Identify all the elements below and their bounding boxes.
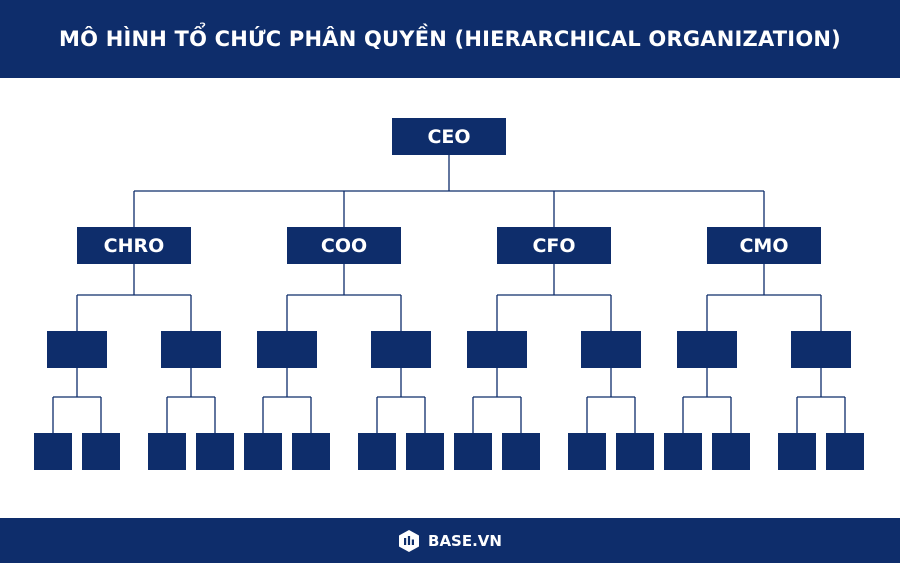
staff-node-box [712, 433, 750, 470]
exec-node-chro-label: CHRO [104, 235, 165, 257]
manager-node-box [161, 331, 221, 368]
manager-node [161, 331, 221, 368]
staff-node-box [82, 433, 120, 470]
exec-node-coo: COO [287, 227, 401, 264]
exec-node-coo-box [287, 227, 401, 264]
staff-node-box [826, 433, 864, 470]
staff-node [244, 433, 282, 470]
staff-node [502, 433, 540, 470]
manager-node-box [677, 331, 737, 368]
header-banner: MÔ HÌNH TỔ CHỨC PHÂN QUYỀN (HIERARCHICAL… [0, 0, 900, 78]
exec-node-chro-box [77, 227, 191, 264]
staff-node-box [148, 433, 186, 470]
staff-node [196, 433, 234, 470]
manager-node [371, 331, 431, 368]
staff-node [358, 433, 396, 470]
manager-node [467, 331, 527, 368]
exec-node-cmo-label: CMO [739, 235, 788, 257]
staff-node-box [568, 433, 606, 470]
staff-node [454, 433, 492, 470]
ceo-node-label: CEO [427, 126, 470, 148]
staff-node [616, 433, 654, 470]
exec-node-coo-label: COO [321, 235, 367, 257]
exec-node-chro: CHRO [77, 227, 191, 264]
exec-node-cmo-box [707, 227, 821, 264]
staff-node [34, 433, 72, 470]
page-title: MÔ HÌNH TỔ CHỨC PHÂN QUYỀN (HIERARCHICAL… [59, 27, 841, 51]
manager-node [257, 331, 317, 368]
exec-node-cfo: CFO [497, 227, 611, 264]
footer-bar: BASE.VN [0, 518, 900, 563]
exec-node-cfo-label: CFO [532, 235, 575, 257]
manager-node [677, 331, 737, 368]
staff-node-box [454, 433, 492, 470]
staff-node [82, 433, 120, 470]
staff-node-box [358, 433, 396, 470]
manager-node [47, 331, 107, 368]
brand-name: BASE.VN [428, 531, 502, 550]
base-logo-icon [399, 529, 420, 552]
staff-node-box [778, 433, 816, 470]
staff-node [778, 433, 816, 470]
manager-node-box [791, 331, 851, 368]
manager-node-box [467, 331, 527, 368]
staff-node-box [196, 433, 234, 470]
staff-node [406, 433, 444, 470]
manager-node-box [581, 331, 641, 368]
staff-node-box [244, 433, 282, 470]
exec-node-cmo: CMO [707, 227, 821, 264]
manager-node [581, 331, 641, 368]
staff-node [292, 433, 330, 470]
staff-node [826, 433, 864, 470]
staff-node [712, 433, 750, 470]
ceo-node-box [392, 118, 506, 155]
exec-node-cfo-box [497, 227, 611, 264]
staff-node-box [664, 433, 702, 470]
manager-node-box [47, 331, 107, 368]
staff-node-box [292, 433, 330, 470]
staff-node-box [502, 433, 540, 470]
staff-node-box [616, 433, 654, 470]
staff-node-box [34, 433, 72, 470]
staff-node [664, 433, 702, 470]
manager-node-box [371, 331, 431, 368]
staff-node-box [406, 433, 444, 470]
ceo-node: CEO [392, 118, 506, 155]
staff-node [148, 433, 186, 470]
manager-node-box [257, 331, 317, 368]
staff-node [568, 433, 606, 470]
manager-node [791, 331, 851, 368]
